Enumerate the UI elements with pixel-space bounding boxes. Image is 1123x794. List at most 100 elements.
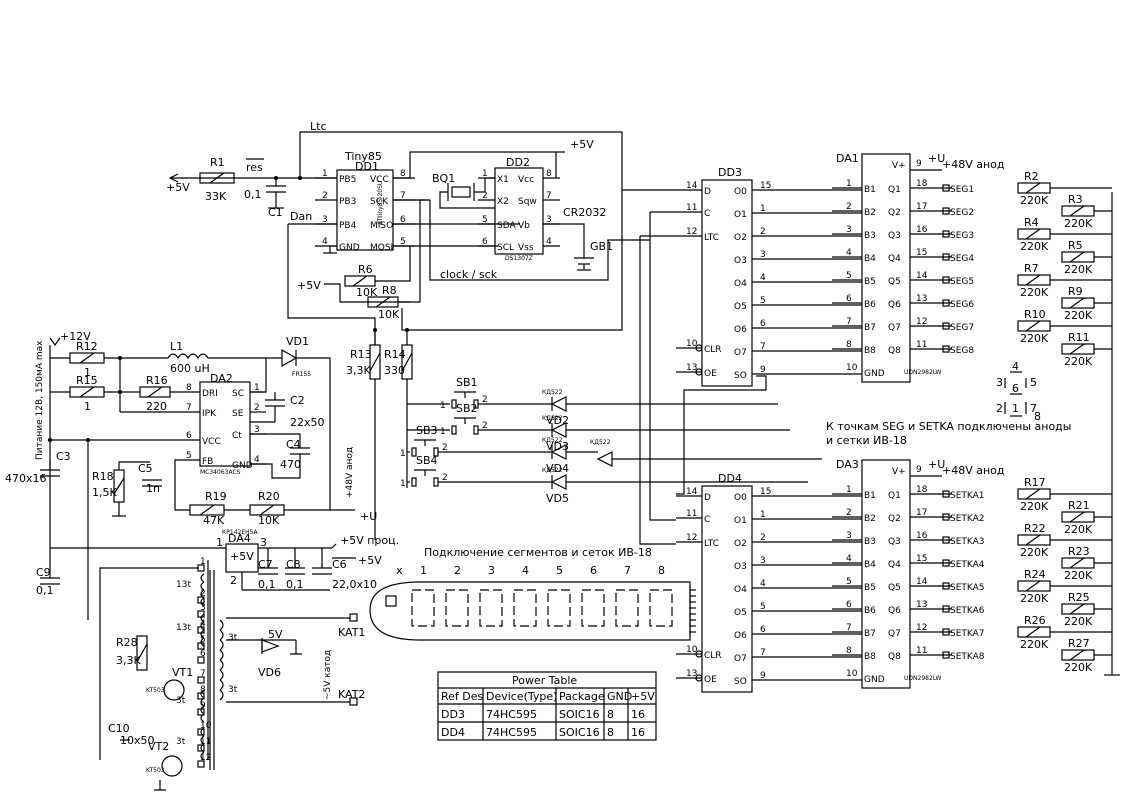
mcu-pin-label: PB5 xyxy=(339,175,356,185)
sr-pin-label: O4 xyxy=(734,585,747,595)
button-sb3: SB3 xyxy=(416,424,438,437)
da2-pin-num: 5 xyxy=(186,451,192,461)
r15-ref: R15 xyxy=(76,374,98,387)
net-label: SEG1 xyxy=(950,185,974,195)
driver-pin-label: B1 xyxy=(864,491,876,501)
rtc-pin-label: Vcc xyxy=(518,175,534,185)
plus5v-r1: +5V xyxy=(166,181,190,194)
rtc-pin-label: SCL xyxy=(497,243,514,253)
c5-ref: C5 xyxy=(138,462,153,475)
transformer-winding xyxy=(200,751,205,761)
vt2-type: KT503 xyxy=(146,767,165,774)
c1-val: 0,1 xyxy=(244,188,262,201)
tube-digit-grid xyxy=(649,589,673,627)
net-label: SEG4 xyxy=(950,254,974,264)
test-point xyxy=(942,207,950,215)
resistor-ref: R7 xyxy=(1024,262,1039,275)
resistor-ref: R9 xyxy=(1068,285,1083,298)
sr-pin-label: CLR xyxy=(704,345,722,355)
c6-ref: C6 xyxy=(332,558,347,571)
sr-pin-label: O7 xyxy=(734,654,747,664)
resistor-val: 220K xyxy=(1064,309,1093,322)
driver-pin-label: Q1 xyxy=(888,185,901,195)
cr2032-label: CR2032 xyxy=(563,206,606,219)
driver-pin-label: Q3 xyxy=(888,537,901,547)
driver-part: UDN2982LW xyxy=(904,369,942,376)
mcu-pin-label: PB4 xyxy=(339,221,357,231)
resistor-ref: R26 xyxy=(1024,614,1046,627)
sr-pin-num: 15 xyxy=(760,487,771,497)
transformer-winding xyxy=(200,573,205,583)
power-table-cell: SOIC16 xyxy=(559,726,600,739)
button-pin: 1 xyxy=(440,401,446,411)
tube-digit-grid xyxy=(445,589,469,627)
kat2-label: KAT2 xyxy=(338,688,365,701)
sr-pin-num: 2 xyxy=(760,227,766,237)
driver-pin-num: 6 xyxy=(846,294,852,304)
transformer-winding xyxy=(200,629,205,639)
sr-pin-num: 13 xyxy=(686,669,697,679)
driver-pin-label: Q1 xyxy=(888,491,901,501)
transformer-secondary xyxy=(219,689,224,701)
driver-pin-num: 1 xyxy=(846,485,852,495)
driver-pin-num: 7 xyxy=(846,317,852,327)
driver-pin-num: 2 xyxy=(846,202,852,212)
sr-pin-num: 15 xyxy=(760,181,771,191)
power-table-cell: DD3 xyxy=(441,708,465,721)
button-pin: 1 xyxy=(400,479,406,489)
resistor-ref: R22 xyxy=(1024,522,1046,535)
transformer-winding xyxy=(200,589,205,599)
sr-pin-label: O0 xyxy=(734,493,747,503)
transformer-winding xyxy=(200,581,205,591)
sr-pin-num: 10 xyxy=(686,645,698,655)
driver-body xyxy=(861,153,911,383)
driver-pin-num: 16 xyxy=(916,531,928,541)
r19-ref: R19 xyxy=(205,490,227,503)
resistor-ref: R21 xyxy=(1068,499,1090,512)
power-table-header: +5V xyxy=(631,690,655,703)
resistor-val: 220K xyxy=(1064,615,1093,628)
r6-val: 10K xyxy=(356,286,378,299)
supply-label: Питание 12В, 150мА max xyxy=(35,340,45,460)
five-v-label: 5V xyxy=(268,628,283,641)
rtc-part: DS1307Z xyxy=(505,255,533,262)
mcu-pin-num: 2 xyxy=(322,191,328,201)
driver-pin-label: B4 xyxy=(864,560,876,570)
rtc-pin-num: 6 xyxy=(482,237,488,247)
mcu-pin-label: MISO xyxy=(370,221,393,231)
sr-pin-inv xyxy=(695,344,703,352)
r18-val: 1,5K xyxy=(92,486,117,499)
driver-pin-num: 8 xyxy=(846,340,852,350)
mcu-pin-label: VCC xyxy=(370,175,389,185)
test-point xyxy=(942,651,950,659)
resistor-mark xyxy=(1025,534,1041,546)
sr-pin-label: O5 xyxy=(734,608,747,618)
sr-pin-num: 3 xyxy=(760,556,766,566)
rtc-pin-label: Vss xyxy=(518,243,534,253)
test-point xyxy=(942,605,950,613)
r14-ref: R14 xyxy=(384,348,406,361)
r13-val: 3,3K xyxy=(346,364,371,377)
plus12v-label: +12V xyxy=(60,330,91,343)
winding-turns: 13t xyxy=(176,623,191,633)
sr-pin-label: O7 xyxy=(734,348,747,358)
da2-body xyxy=(199,381,251,467)
rtc-pin-num: 8 xyxy=(546,169,552,179)
tube-x-grid xyxy=(385,595,397,607)
sr-pin-num: 4 xyxy=(760,579,766,589)
sr-pin-num: 4 xyxy=(760,273,766,283)
power-table-header: Ref Des xyxy=(441,690,484,703)
mcu-pin-num: 4 xyxy=(322,237,328,247)
transformer-winding xyxy=(200,727,205,737)
transformer-secondary xyxy=(219,629,224,641)
net-label: SETKA2 xyxy=(950,514,985,524)
driver-pin-num: 1 xyxy=(846,179,852,189)
net-label: SETKA6 xyxy=(950,606,985,616)
driver-pin-num: 15 xyxy=(916,248,927,258)
c4-val: 470 xyxy=(280,458,301,471)
sr-pin-label: SO xyxy=(734,677,747,687)
sr-pin-label: OE xyxy=(704,675,717,685)
plus48-ps: +48V анод xyxy=(345,447,355,498)
sr-pin-num: 11 xyxy=(686,203,697,213)
sr-pin-label: OE xyxy=(704,369,717,379)
